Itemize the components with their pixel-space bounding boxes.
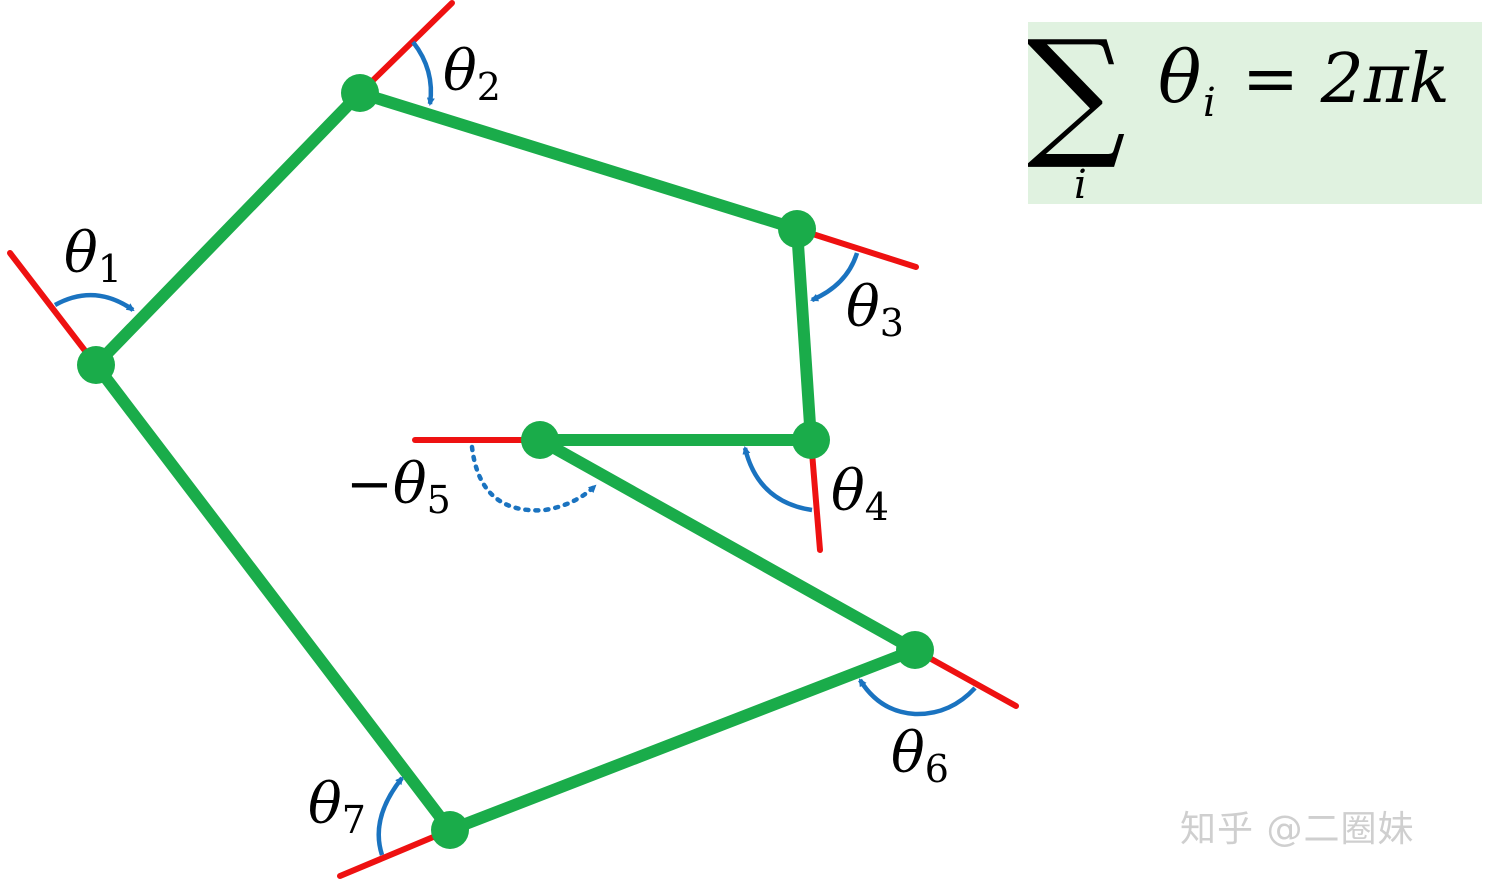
watermark: 知乎 @二圈妹 <box>1180 809 1415 850</box>
vertex-1 <box>77 346 115 384</box>
polygon-vertices <box>77 74 934 849</box>
formula-theta: θ <box>1158 35 1201 119</box>
polygon-edges <box>90 87 921 836</box>
extension-line-3 <box>794 226 919 270</box>
angle-arc-5 <box>469 444 598 513</box>
extension-line-1 <box>7 250 99 368</box>
angle-arc-3 <box>810 252 860 303</box>
angle-label-2: θ2 <box>443 39 501 109</box>
polygon-edge-2 <box>354 87 803 235</box>
angle-label-7: θ7 <box>308 772 366 842</box>
formula-rhs: = 2πk <box>1242 40 1450 119</box>
vertex-6 <box>896 631 934 669</box>
angle-arc-2 <box>411 40 435 106</box>
angle-arc-1 <box>53 292 135 312</box>
angle-labels: θ1 θ2 θ3 θ4 −θ5 θ6 θ7 <box>64 39 949 842</box>
angle-sum-formula: ∑ i θ i = 2πk <box>1028 22 1450 204</box>
formula-box: ∑ i θ i = 2πk <box>1028 22 1482 204</box>
vertex-7 <box>431 811 469 849</box>
angle-label-6: θ6 <box>891 721 949 791</box>
polygon-edge-5 <box>534 434 921 656</box>
angle-arc-6 <box>858 678 977 717</box>
extension-line-7 <box>337 827 453 879</box>
sum-symbol: ∑ <box>1028 22 1126 174</box>
extension-lines <box>7 0 1019 879</box>
polygon-edge-3 <box>791 223 817 446</box>
vertex-2 <box>341 74 379 112</box>
angle-label-3: θ3 <box>846 275 904 345</box>
angle-arcs <box>53 40 977 856</box>
polygon-edge-1 <box>90 87 366 371</box>
angle-label-1: θ1 <box>64 221 122 291</box>
formula-theta-sub: i <box>1203 80 1216 126</box>
angle-label-5: −θ5 <box>346 452 451 522</box>
polygon-edge-7 <box>90 359 456 836</box>
angle-arc-7 <box>376 776 404 856</box>
polygon-edge-6 <box>444 644 921 836</box>
sum-index: i <box>1074 162 1087 204</box>
extension-line-2 <box>357 0 455 96</box>
angle-arc-4 <box>742 446 813 513</box>
vertex-4 <box>792 421 830 459</box>
vertex-5 <box>521 421 559 459</box>
vertex-3 <box>778 210 816 248</box>
extension-line-6 <box>912 647 1019 709</box>
angle-label-4: θ4 <box>831 459 889 529</box>
